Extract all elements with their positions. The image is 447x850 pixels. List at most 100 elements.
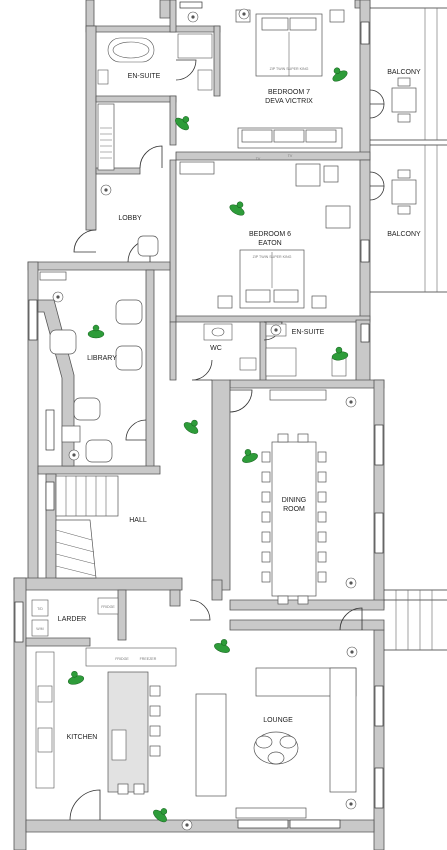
- person-icon: [175, 116, 190, 131]
- armchair: [295, 163, 321, 187]
- larder-fridge: [97, 597, 119, 615]
- nightstand: [329, 9, 345, 23]
- door-swing-icon: [339, 607, 363, 631]
- wall-dining-right: [373, 379, 385, 609]
- bed7-fixture-label: ZIP TWIN SUPER KING: [270, 67, 309, 71]
- wall-ensuite-right: [213, 25, 221, 97]
- wall-lounge-right: [373, 629, 385, 850]
- desk: [179, 161, 215, 175]
- label-bedroom-7: BEDROOM 7: [268, 89, 310, 96]
- wall-dining-bottom: [229, 599, 385, 611]
- person-icon: [87, 324, 105, 339]
- label-bedroom-7-sub: DEVA VICTRIX: [265, 98, 313, 105]
- ottoman: [267, 751, 285, 765]
- balcony-table: [391, 179, 417, 205]
- sofa-corner-arm: [329, 667, 357, 793]
- walls: [13, 0, 385, 850]
- armchair: [85, 439, 113, 463]
- shower-tray: [265, 347, 297, 377]
- balconies: [369, 7, 447, 651]
- larder-fridge-label: FRIDGE: [101, 605, 115, 609]
- furniture: ZIP TWIN SUPER KING TV ZIP TWIN SUPER KI…: [31, 9, 357, 819]
- nightstand: [311, 295, 327, 309]
- chest: [323, 165, 339, 183]
- tv7-label: TV: [288, 154, 293, 158]
- fridge-label: FRIDGE: [115, 657, 129, 661]
- person-icon: [153, 808, 168, 823]
- balcony-chair: [397, 113, 411, 123]
- person-icon: [67, 670, 85, 685]
- washing-machine: [31, 619, 49, 637]
- pillow: [289, 17, 317, 31]
- person-icon: [332, 67, 348, 82]
- pillow: [245, 289, 271, 303]
- wall-dining-left: [211, 379, 231, 591]
- freezer-label: FREEZER: [140, 657, 157, 661]
- smoke-detector-icon: [52, 291, 64, 303]
- fridge-freezer-unit: [85, 647, 177, 667]
- dining-chairs: [261, 433, 327, 605]
- window-icon: [45, 481, 55, 511]
- wall-bed7-bottom: [175, 151, 371, 161]
- people: [67, 67, 349, 823]
- sofa-cushion: [241, 129, 273, 143]
- window-icon: [360, 21, 370, 45]
- smoke-detector-icon: [68, 449, 80, 461]
- window-icon: [374, 767, 384, 809]
- door-swing-icon: [369, 185, 385, 201]
- label-balcony-top: BALCONY: [387, 69, 421, 76]
- sideboard: [269, 389, 327, 401]
- tumble-dryer: [31, 599, 49, 617]
- wall-kitchen-divider: [169, 589, 181, 607]
- kitchen-counter: [35, 651, 55, 789]
- wall-lobby-bottom: [27, 261, 171, 271]
- label-dining-2: ROOM: [283, 506, 305, 513]
- nightstand: [217, 295, 233, 309]
- ottoman: [255, 735, 273, 749]
- wall-top-left-stub: [85, 0, 95, 27]
- window-icon: [360, 239, 370, 263]
- label-library: LIBRARY: [87, 355, 117, 362]
- island-sink: [111, 729, 127, 761]
- door-swing-icon: [139, 145, 163, 169]
- tv6-label: TV: [256, 157, 261, 161]
- wall-ensuite-top: [85, 25, 221, 33]
- tv-unit: [235, 807, 307, 819]
- wall-left-upper: [85, 25, 97, 231]
- window-icon: [45, 409, 55, 451]
- door-swing-icon: [69, 789, 101, 821]
- person-icon: [183, 419, 199, 434]
- smoke-detectors: [52, 8, 358, 831]
- label-bedroom-6-sub: EATON: [258, 240, 281, 247]
- ottoman: [279, 735, 297, 749]
- person-icon: [214, 639, 230, 653]
- smoke-detector-icon: [345, 798, 357, 810]
- window-icon: [28, 299, 38, 341]
- smoke-detector-icon: [270, 324, 282, 336]
- dining-table: [271, 441, 317, 597]
- smoke-detector-icon: [345, 396, 357, 408]
- label-kitchen: KITCHEN: [67, 734, 98, 741]
- balcony-chair: [397, 77, 411, 87]
- label-dining-1: DINING: [282, 497, 307, 504]
- island-stools: [117, 685, 161, 795]
- window-icon: [374, 512, 384, 554]
- window-icon: [14, 601, 24, 643]
- wall-dining-lounge: [229, 619, 385, 631]
- label-bedroom-6: BEDROOM 6: [249, 231, 291, 238]
- window-icon: [374, 685, 384, 727]
- door-swing-icon: [189, 599, 211, 621]
- wall-library-bottom: [37, 465, 161, 475]
- smoke-detector-icon: [187, 11, 199, 23]
- window-icon: [360, 323, 370, 343]
- side-table: [61, 425, 81, 443]
- exterior-steps: [384, 589, 447, 651]
- person-icon: [242, 449, 258, 463]
- label-lounge: LOUNGE: [263, 717, 293, 724]
- window-icon: [179, 1, 203, 9]
- pillow: [273, 289, 299, 303]
- bathtub-basin: [112, 41, 150, 59]
- wall-hall-bottom: [13, 577, 183, 591]
- bookcase: [39, 271, 67, 281]
